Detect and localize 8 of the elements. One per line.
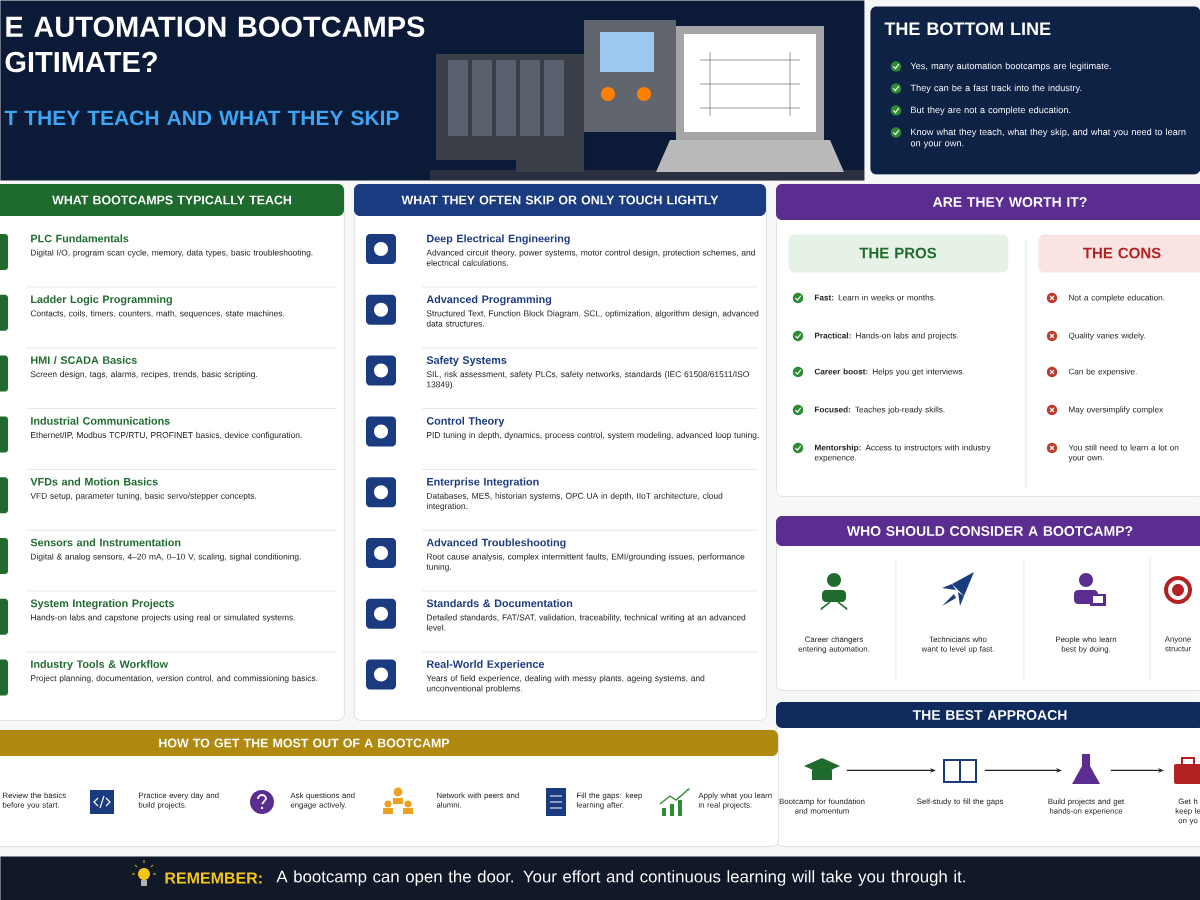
arrow xyxy=(984,768,1062,773)
arrow xyxy=(1110,768,1164,773)
title: E AUTOMATION BOOTCAMPS GITIMATE? xyxy=(5,16,425,73)
panel-heading: THE BOTTOM LINE xyxy=(884,22,1051,36)
callout-label: REMEMBER: xyxy=(165,872,262,884)
subtitle: T THEY TEACH AND WHAT THEY SKIP xyxy=(4,110,399,126)
remember-text: A bootcamp can open the door. Your effort and continuous learning will take you through it. xyxy=(276,870,965,886)
arrow xyxy=(846,768,936,773)
